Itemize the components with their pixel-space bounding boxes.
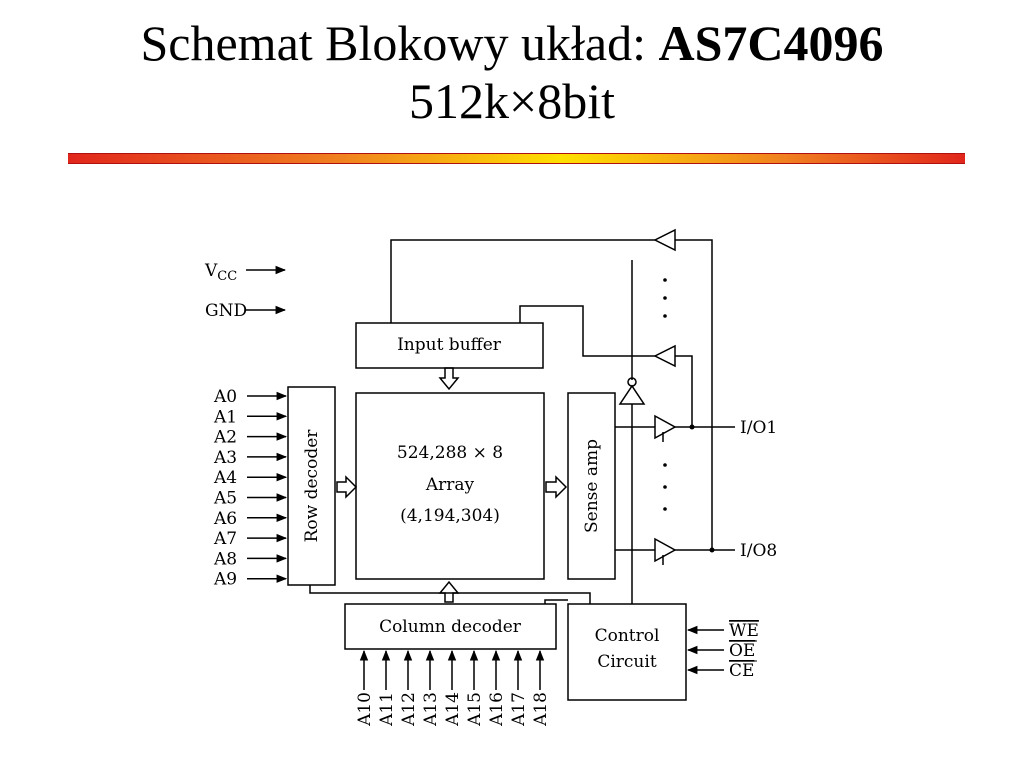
array-label-3: (4,194,304) [400,506,500,526]
title-line-2: 512k×8bit [409,73,615,129]
input-buffer-label: Input buffer [397,335,502,355]
column-address-pin-label: A11 [377,692,397,727]
column-address-pin-label: A14 [443,692,463,727]
io1-output-buffer [654,414,677,440]
io-pin-label: I/O1 [740,418,777,438]
power-pin-label: VCC [204,261,237,284]
slide-title: Schemat Blokowy układ: AS7C4096 512k×8bi… [0,14,1024,130]
ellipsis-dot [663,296,667,300]
array-label-2: Array [425,475,475,495]
column-decoder-label: Column decoder [379,617,522,637]
row-address-pin-label: A1 [213,407,237,427]
column-address-pin-label: A17 [509,692,529,727]
ellipsis-dot [663,278,667,282]
hollow-arrow-right-array [545,475,568,499]
control-circuit-label-1: Control [595,626,660,646]
row-address-pin-label: A6 [213,509,237,529]
control-pin-label: OE [729,641,755,661]
row-decoder-block [287,386,336,586]
column-address-pin-label: A15 [465,692,485,727]
column-decoder-block [344,603,557,650]
ellipsis-dot [663,485,667,489]
sense-amp-block [567,392,616,580]
ellipsis-dot [663,507,667,511]
control-circuit-block [567,603,687,701]
array-label-1: 524,288 × 8 [397,443,503,463]
io-pins: I/O1I/O8 [740,418,777,561]
title-underline-bar [68,153,965,164]
hollow-arrow-down-input [438,367,460,391]
row-decoder-label: Row decoder [302,429,322,543]
row-address-pin-label: A0 [213,387,237,407]
row-address-pin-label: A8 [213,549,237,569]
ellipsis-dot [663,314,667,318]
control-circuit-label-2: Circuit [597,652,656,672]
hollow-arrow-right-row [336,475,358,499]
column-address-pin-label: A12 [399,692,419,727]
enable-buffer [618,384,646,405]
row-address-pin-label: A7 [213,529,237,549]
io8-output-buffer [654,537,677,563]
input-buffer-driver-1 [653,344,676,368]
power-pins: VCC GND [204,261,287,321]
column-address-pin-label: A16 [487,692,507,727]
row-address-pin-label: A4 [213,468,237,488]
control-pin-label: CE [729,661,754,681]
title-line-1: Schemat Blokowy układ: AS7C4096 [0,14,1024,72]
ellipsis-dots [663,278,667,511]
control-pin-label: WE [729,621,759,641]
row-address-pin-label: A2 [213,428,237,448]
title-prefix: Schemat Blokowy układ: [140,15,659,71]
column-address-pin-label: A18 [531,692,551,727]
row-address-pin-label: A3 [213,448,237,468]
column-address-pin-label: A10 [355,692,375,727]
power-pin-label: GND [205,301,247,321]
sense-amp-label: Sense amp [582,439,602,533]
row-address-pin-label: A5 [213,489,237,509]
title-chip-name: AS7C4096 [658,15,884,71]
row-address-pin-label: A9 [213,570,237,590]
column-address-pin-label: A13 [421,692,441,727]
output-buffer-top [653,228,676,252]
hollow-arrow-up-column [438,580,460,603]
ellipsis-dot [663,463,667,467]
io-pin-label: I/O8 [740,541,777,561]
